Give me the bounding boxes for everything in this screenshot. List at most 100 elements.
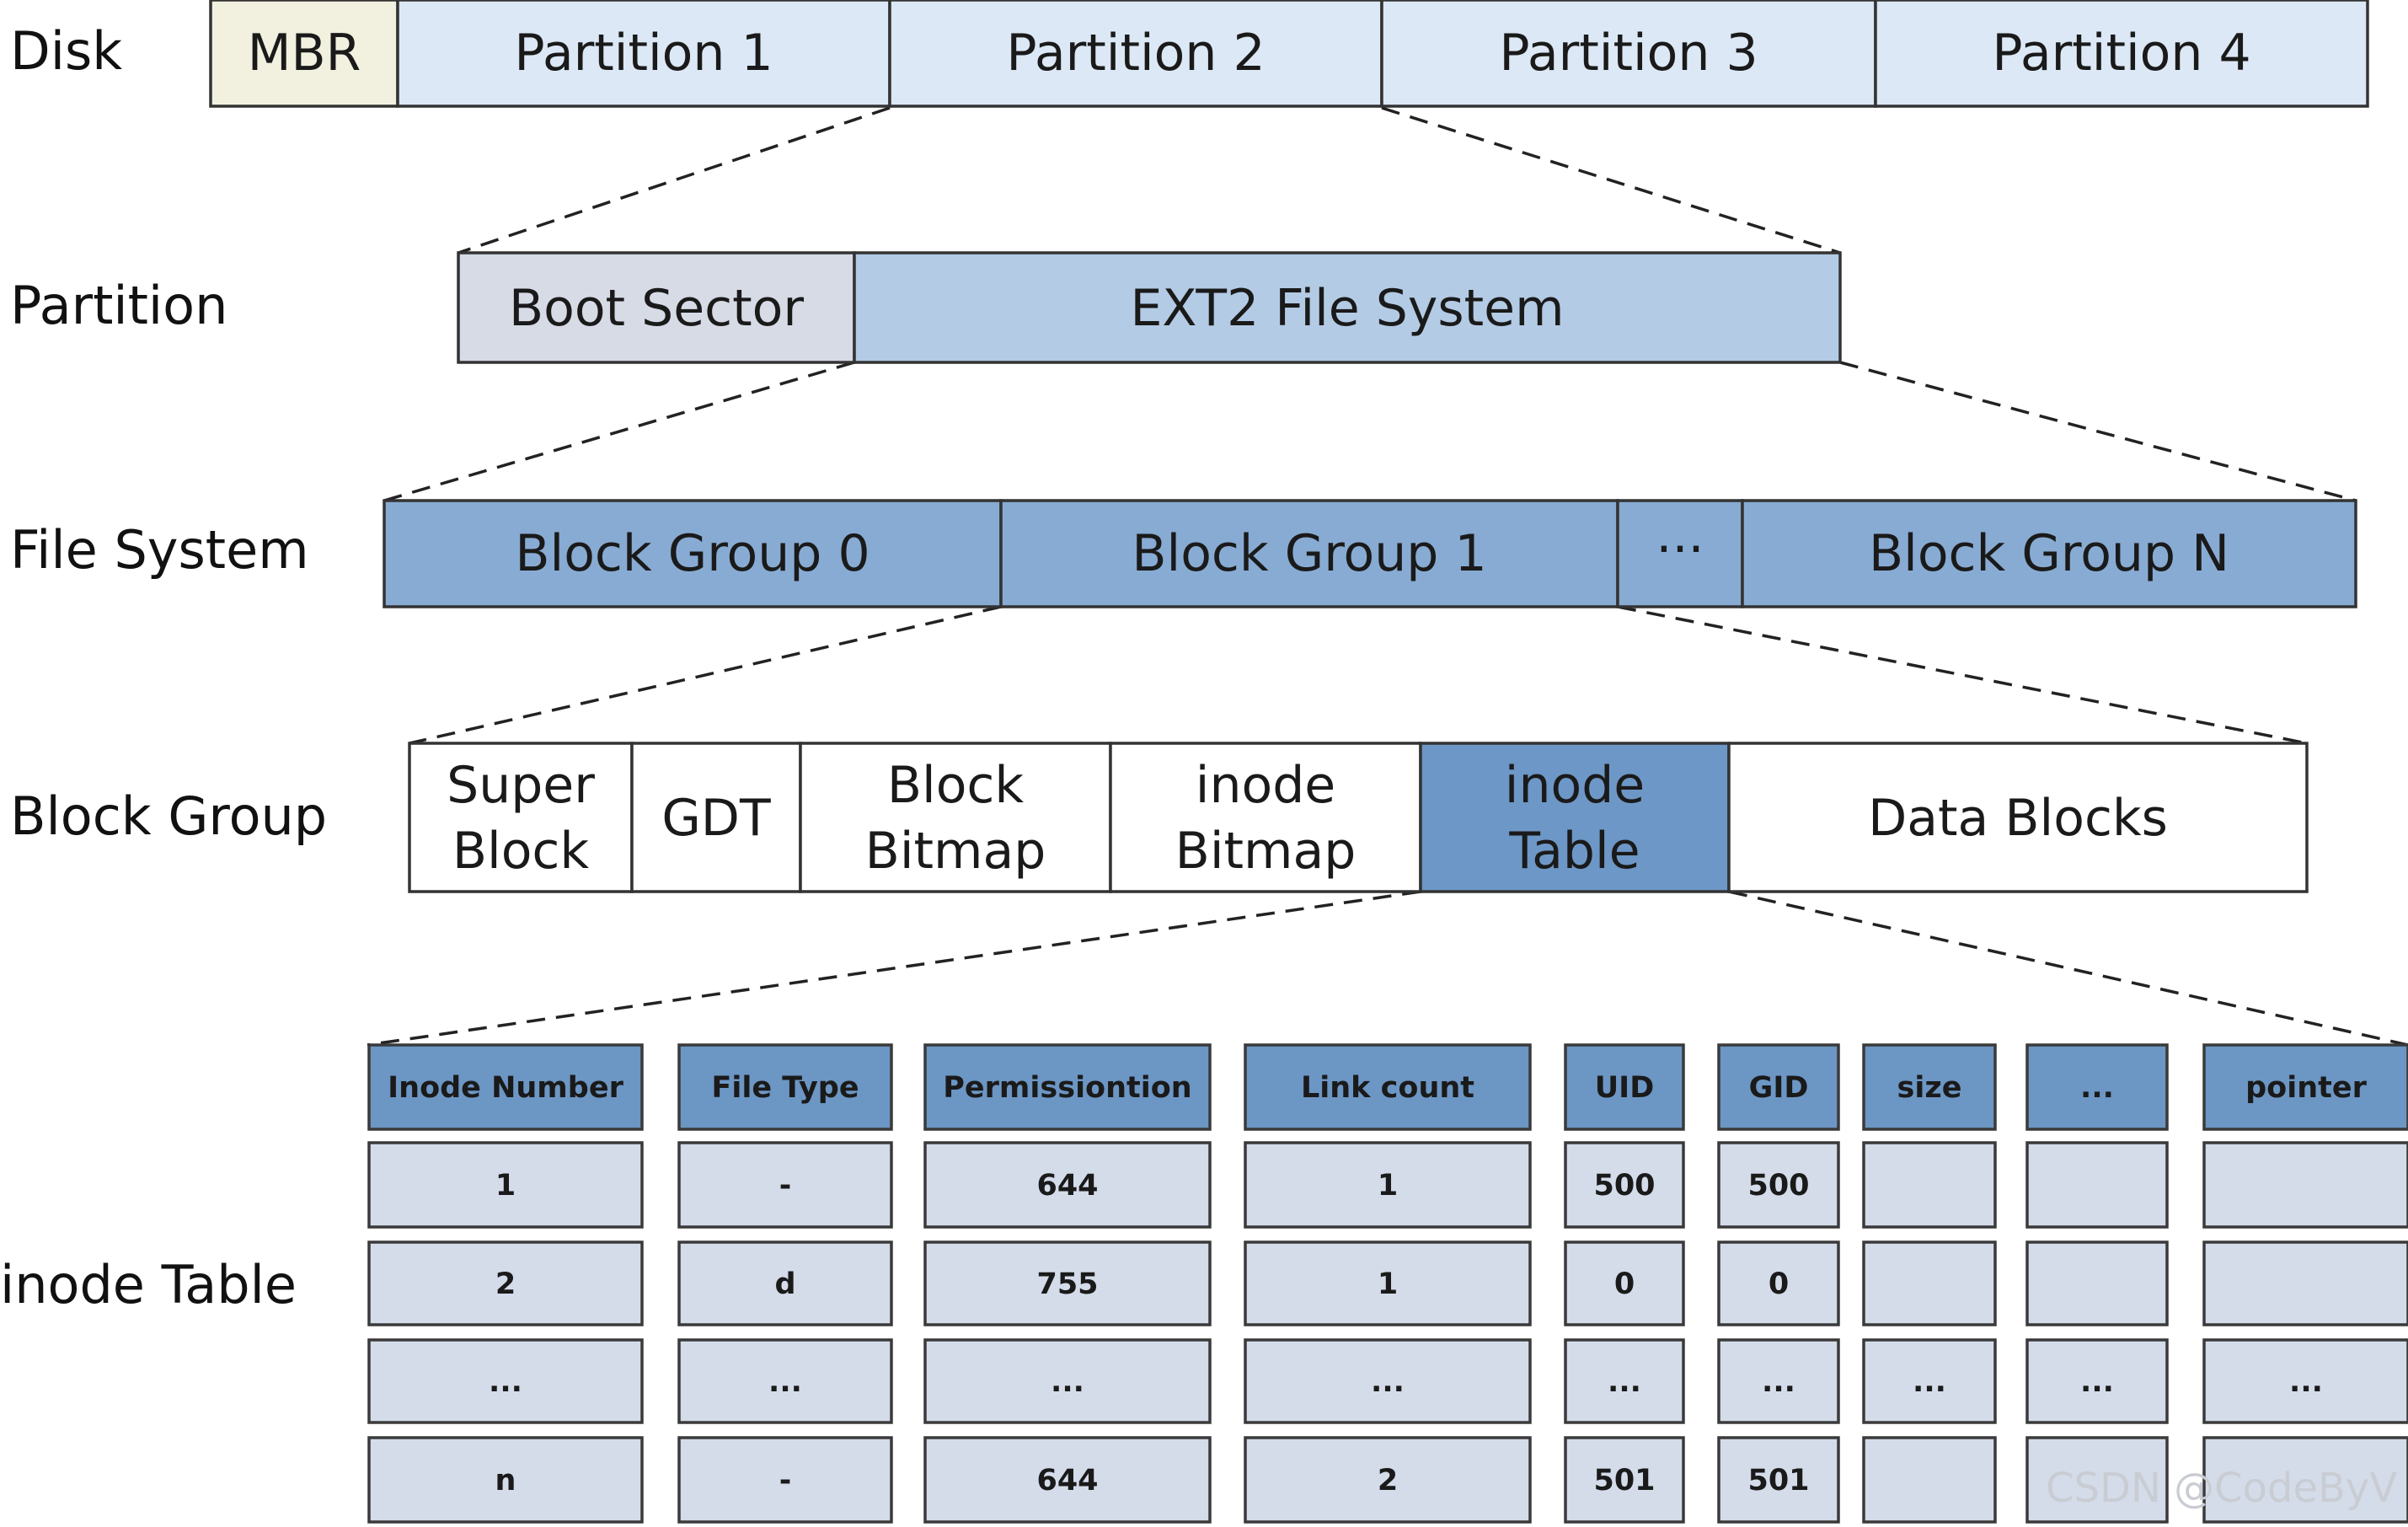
table-header-cell	[1862, 1043, 1997, 1131]
table-cell	[2202, 1338, 2408, 1424]
connector-fs-left	[409, 605, 1002, 745]
table-cell-value: ...	[768, 1365, 802, 1399]
partition-1-label: Partition 1	[514, 24, 773, 83]
table-cell-value: ...	[1371, 1365, 1405, 1399]
table-header-cell	[1564, 1043, 1685, 1131]
inode-bitmap-box	[1109, 742, 1422, 893]
table-cell-value: ...	[1913, 1365, 1946, 1399]
table-cell	[677, 1240, 893, 1326]
row-label-disk: Disk	[10, 20, 122, 82]
table-header-cell	[1717, 1043, 1840, 1131]
table-header-cell	[367, 1043, 644, 1131]
connector-disk-left	[458, 106, 891, 254]
table-header-label: UID	[1595, 1071, 1655, 1105]
mbr-label: MBR	[248, 24, 361, 83]
partition-2-label: Partition 2	[1006, 24, 1265, 83]
boot-sector-box	[457, 251, 856, 364]
table-cell-value: -	[779, 1464, 792, 1498]
row-label-inode-table: inode Table	[0, 1254, 297, 1315]
block-group-n-box	[1741, 499, 2357, 608]
inode-table-box	[1419, 742, 1731, 893]
inode-bitmap-label-line2: Bitmap	[1175, 822, 1357, 881]
table-cell	[923, 1141, 1212, 1229]
table-cell-value: 2	[495, 1267, 516, 1301]
table-header-label: Link count	[1301, 1071, 1474, 1105]
ellipsis-box	[1616, 499, 1744, 608]
table-cell-value: ...	[2080, 1365, 2114, 1399]
connector-partition-right	[1839, 361, 2357, 502]
table-cell-value: ...	[1762, 1365, 1795, 1399]
block-bitmap-box	[799, 742, 1112, 893]
table-cell	[2202, 1436, 2408, 1524]
gdt-box	[630, 742, 802, 893]
block-group-1-label: Block Group 1	[1132, 524, 1486, 583]
table-cell-value: 0	[1614, 1267, 1635, 1301]
inode-table-grid: Inode Number File Type Permissiontion Link …	[367, 1043, 2408, 1524]
table-cell-value: 644	[1036, 1169, 1098, 1203]
table-header-cell	[923, 1043, 1212, 1131]
table-cell	[1862, 1338, 1997, 1424]
table-cell-value: 2	[1378, 1464, 1398, 1498]
partition-4-label: Partition 4	[1992, 24, 2250, 83]
table-cell	[1564, 1338, 1685, 1424]
table-cell	[2025, 1240, 2169, 1326]
table-cell	[2202, 1141, 2408, 1229]
table-cell	[2202, 1240, 2408, 1326]
disk-row: MBR Partition 1 Partition 2 Partition 3 …	[209, 0, 2369, 108]
table-cell	[677, 1141, 893, 1229]
table-cell	[923, 1240, 1212, 1326]
table-cell	[2025, 1436, 2169, 1524]
row-label-block-group: Block Group	[10, 785, 327, 847]
ellipsis-label: ···	[1656, 520, 1704, 579]
partition-4-box	[1874, 0, 2369, 108]
table-cell-value: 1	[495, 1169, 516, 1203]
table-cell-value: n	[495, 1464, 516, 1498]
table-cell	[1244, 1338, 1532, 1424]
table-header-label: pointer	[2245, 1071, 2367, 1105]
data-blocks-box	[1727, 742, 2309, 893]
table-cell	[1862, 1240, 1997, 1326]
row-label-file-system: File System	[10, 519, 309, 581]
inode-bitmap-label-line1: inode	[1196, 756, 1335, 815]
table-header-label: ...	[2080, 1071, 2114, 1105]
partition-1-box	[396, 0, 891, 108]
ext2-fs-label: EXT2 File System	[1130, 279, 1564, 338]
row-label-partition: Partition	[10, 275, 227, 336]
table-cell-value: 1	[1378, 1267, 1398, 1301]
table-cell	[1244, 1436, 1532, 1524]
super-block-label-line2: Block	[452, 822, 590, 881]
watermark: CSDN @CodeByV	[2046, 1465, 2397, 1512]
connector-bg-left	[367, 890, 1421, 1047]
table-header-label: Permissiontion	[943, 1071, 1191, 1105]
table-cell-value: ...	[1608, 1365, 1641, 1399]
gdt-label: GDT	[661, 789, 771, 848]
mbr-box	[209, 0, 399, 108]
table-header-label: File Type	[711, 1071, 859, 1105]
table-cell	[677, 1436, 893, 1524]
table-cell	[1717, 1436, 1840, 1524]
row-labels: Disk Partition File System Block Group i…	[0, 20, 327, 1315]
table-cell	[923, 1338, 1212, 1424]
table-cell-value: 501	[1593, 1464, 1655, 1498]
partition-3-label: Partition 3	[1499, 24, 1758, 83]
table-cell-value: ...	[1051, 1365, 1084, 1399]
table-cell-value: ...	[489, 1365, 522, 1399]
boot-sector-label: Boot Sector	[509, 279, 804, 338]
table-cell	[1244, 1141, 1532, 1229]
block-group-0-label: Block Group 0	[515, 524, 870, 583]
block-group-n-label: Block Group N	[1869, 524, 2229, 583]
table-header-cell	[1244, 1043, 1532, 1131]
table-header-label: Inode Number	[388, 1071, 623, 1105]
inode-table-label-line2: Table	[1508, 822, 1640, 881]
super-block-label-line1: Super	[447, 756, 595, 815]
partition-3-box	[1380, 0, 1877, 108]
table-header-label: size	[1897, 1071, 1962, 1105]
table-cell-value: 501	[1747, 1464, 1809, 1498]
table-cell	[367, 1338, 644, 1424]
inode-table-label-line1: inode	[1505, 756, 1645, 815]
table-cell	[1717, 1141, 1840, 1229]
partition-2-box	[888, 0, 1383, 108]
table-cell	[367, 1436, 644, 1524]
table-cell-value: 1	[1378, 1169, 1398, 1203]
